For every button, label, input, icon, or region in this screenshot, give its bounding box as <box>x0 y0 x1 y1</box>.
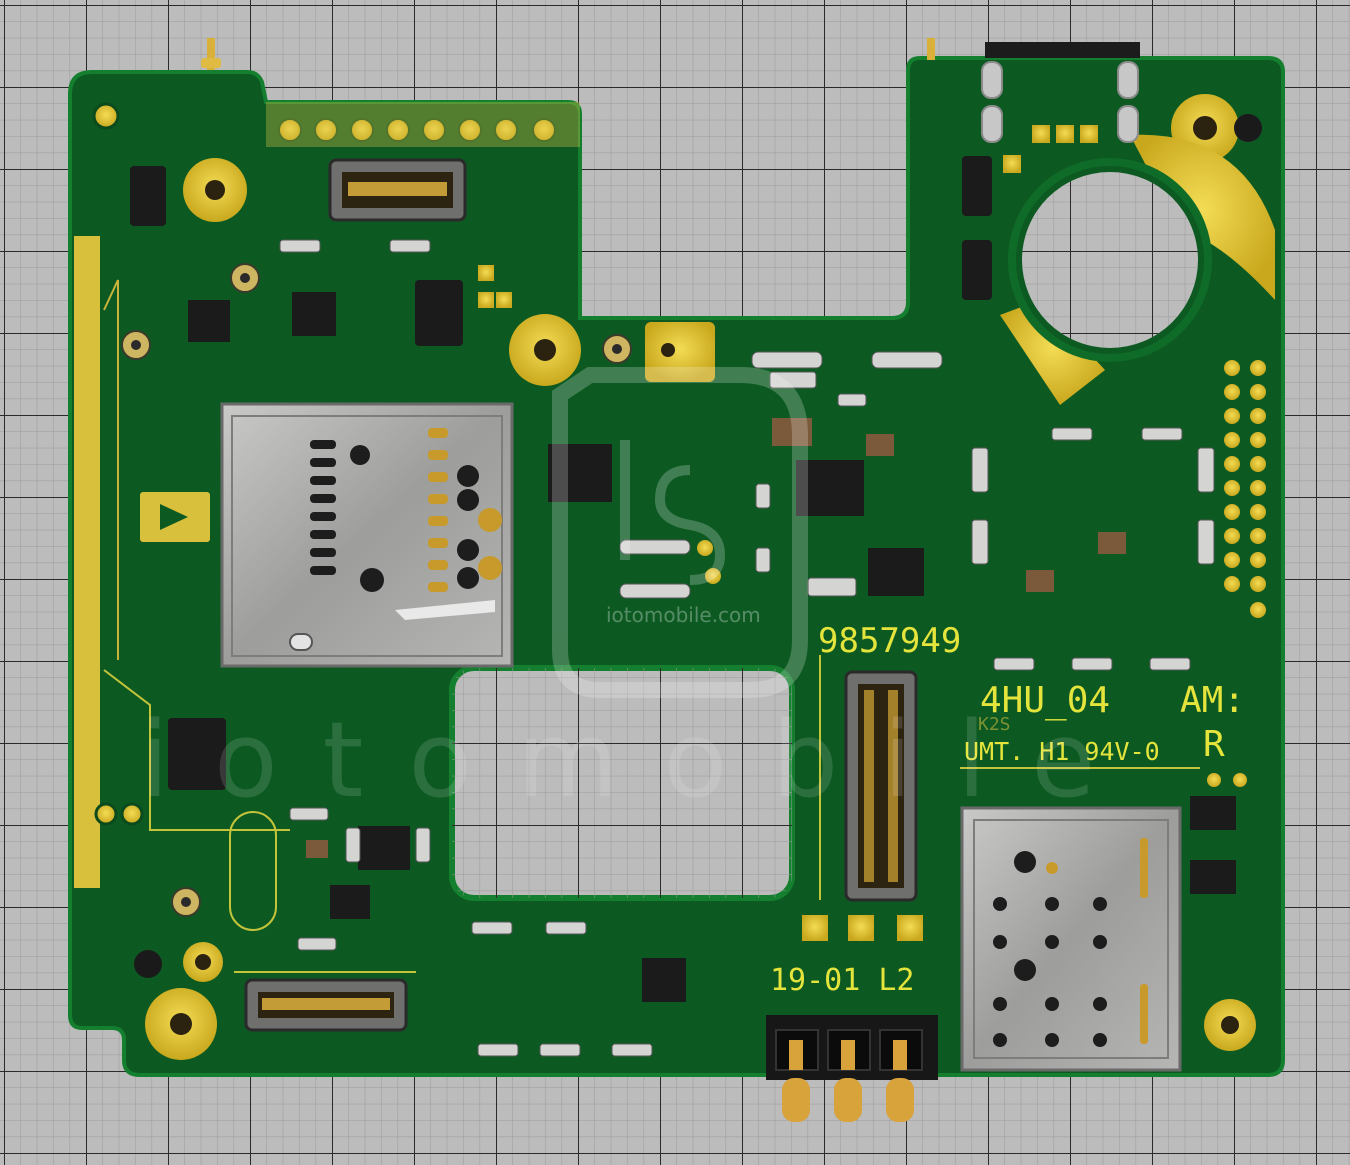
watermark <box>552 367 808 698</box>
arrow-marker <box>140 492 210 542</box>
smd-components <box>279 239 1215 1057</box>
am-label: AM: <box>1180 680 1245 721</box>
serial-label: 9857949 <box>818 621 961 661</box>
silkscreen-lines <box>103 655 1200 973</box>
rf-connectors <box>121 263 632 917</box>
r-label: R <box>1203 724 1225 765</box>
display-connector <box>844 670 918 902</box>
small-mark-label: K2S <box>978 714 1011 735</box>
rating-label: UMT. H1 94V-0 <box>964 737 1160 766</box>
model-label: 4HU_04 <box>980 680 1110 721</box>
top-right-pads <box>981 61 1139 143</box>
bottom-b2b-connector <box>244 978 408 1032</box>
top-b2b-connector <box>328 158 467 222</box>
battery-connector <box>766 1015 938 1122</box>
vibration-motor-pad <box>1000 134 1275 405</box>
right-contact-pads <box>1224 360 1266 618</box>
microsd-slot <box>220 402 514 668</box>
ic-chips <box>130 156 1236 1002</box>
pogo-pin-right <box>927 38 935 60</box>
sim-card-slot <box>960 806 1182 1072</box>
watermark-word: i o t o m o b i l e <box>140 699 1101 821</box>
top-right-connector <box>985 42 1140 58</box>
connector-pads <box>802 915 923 941</box>
left-gold-strip <box>74 236 100 888</box>
pogo-pin-left <box>207 38 215 70</box>
microphone <box>645 322 715 382</box>
watermark-url: iotomobile.com <box>606 603 761 627</box>
date-code-label: 19-01 L2 <box>770 963 915 998</box>
top-test-pads <box>278 118 556 142</box>
corner-pad <box>92 102 120 130</box>
